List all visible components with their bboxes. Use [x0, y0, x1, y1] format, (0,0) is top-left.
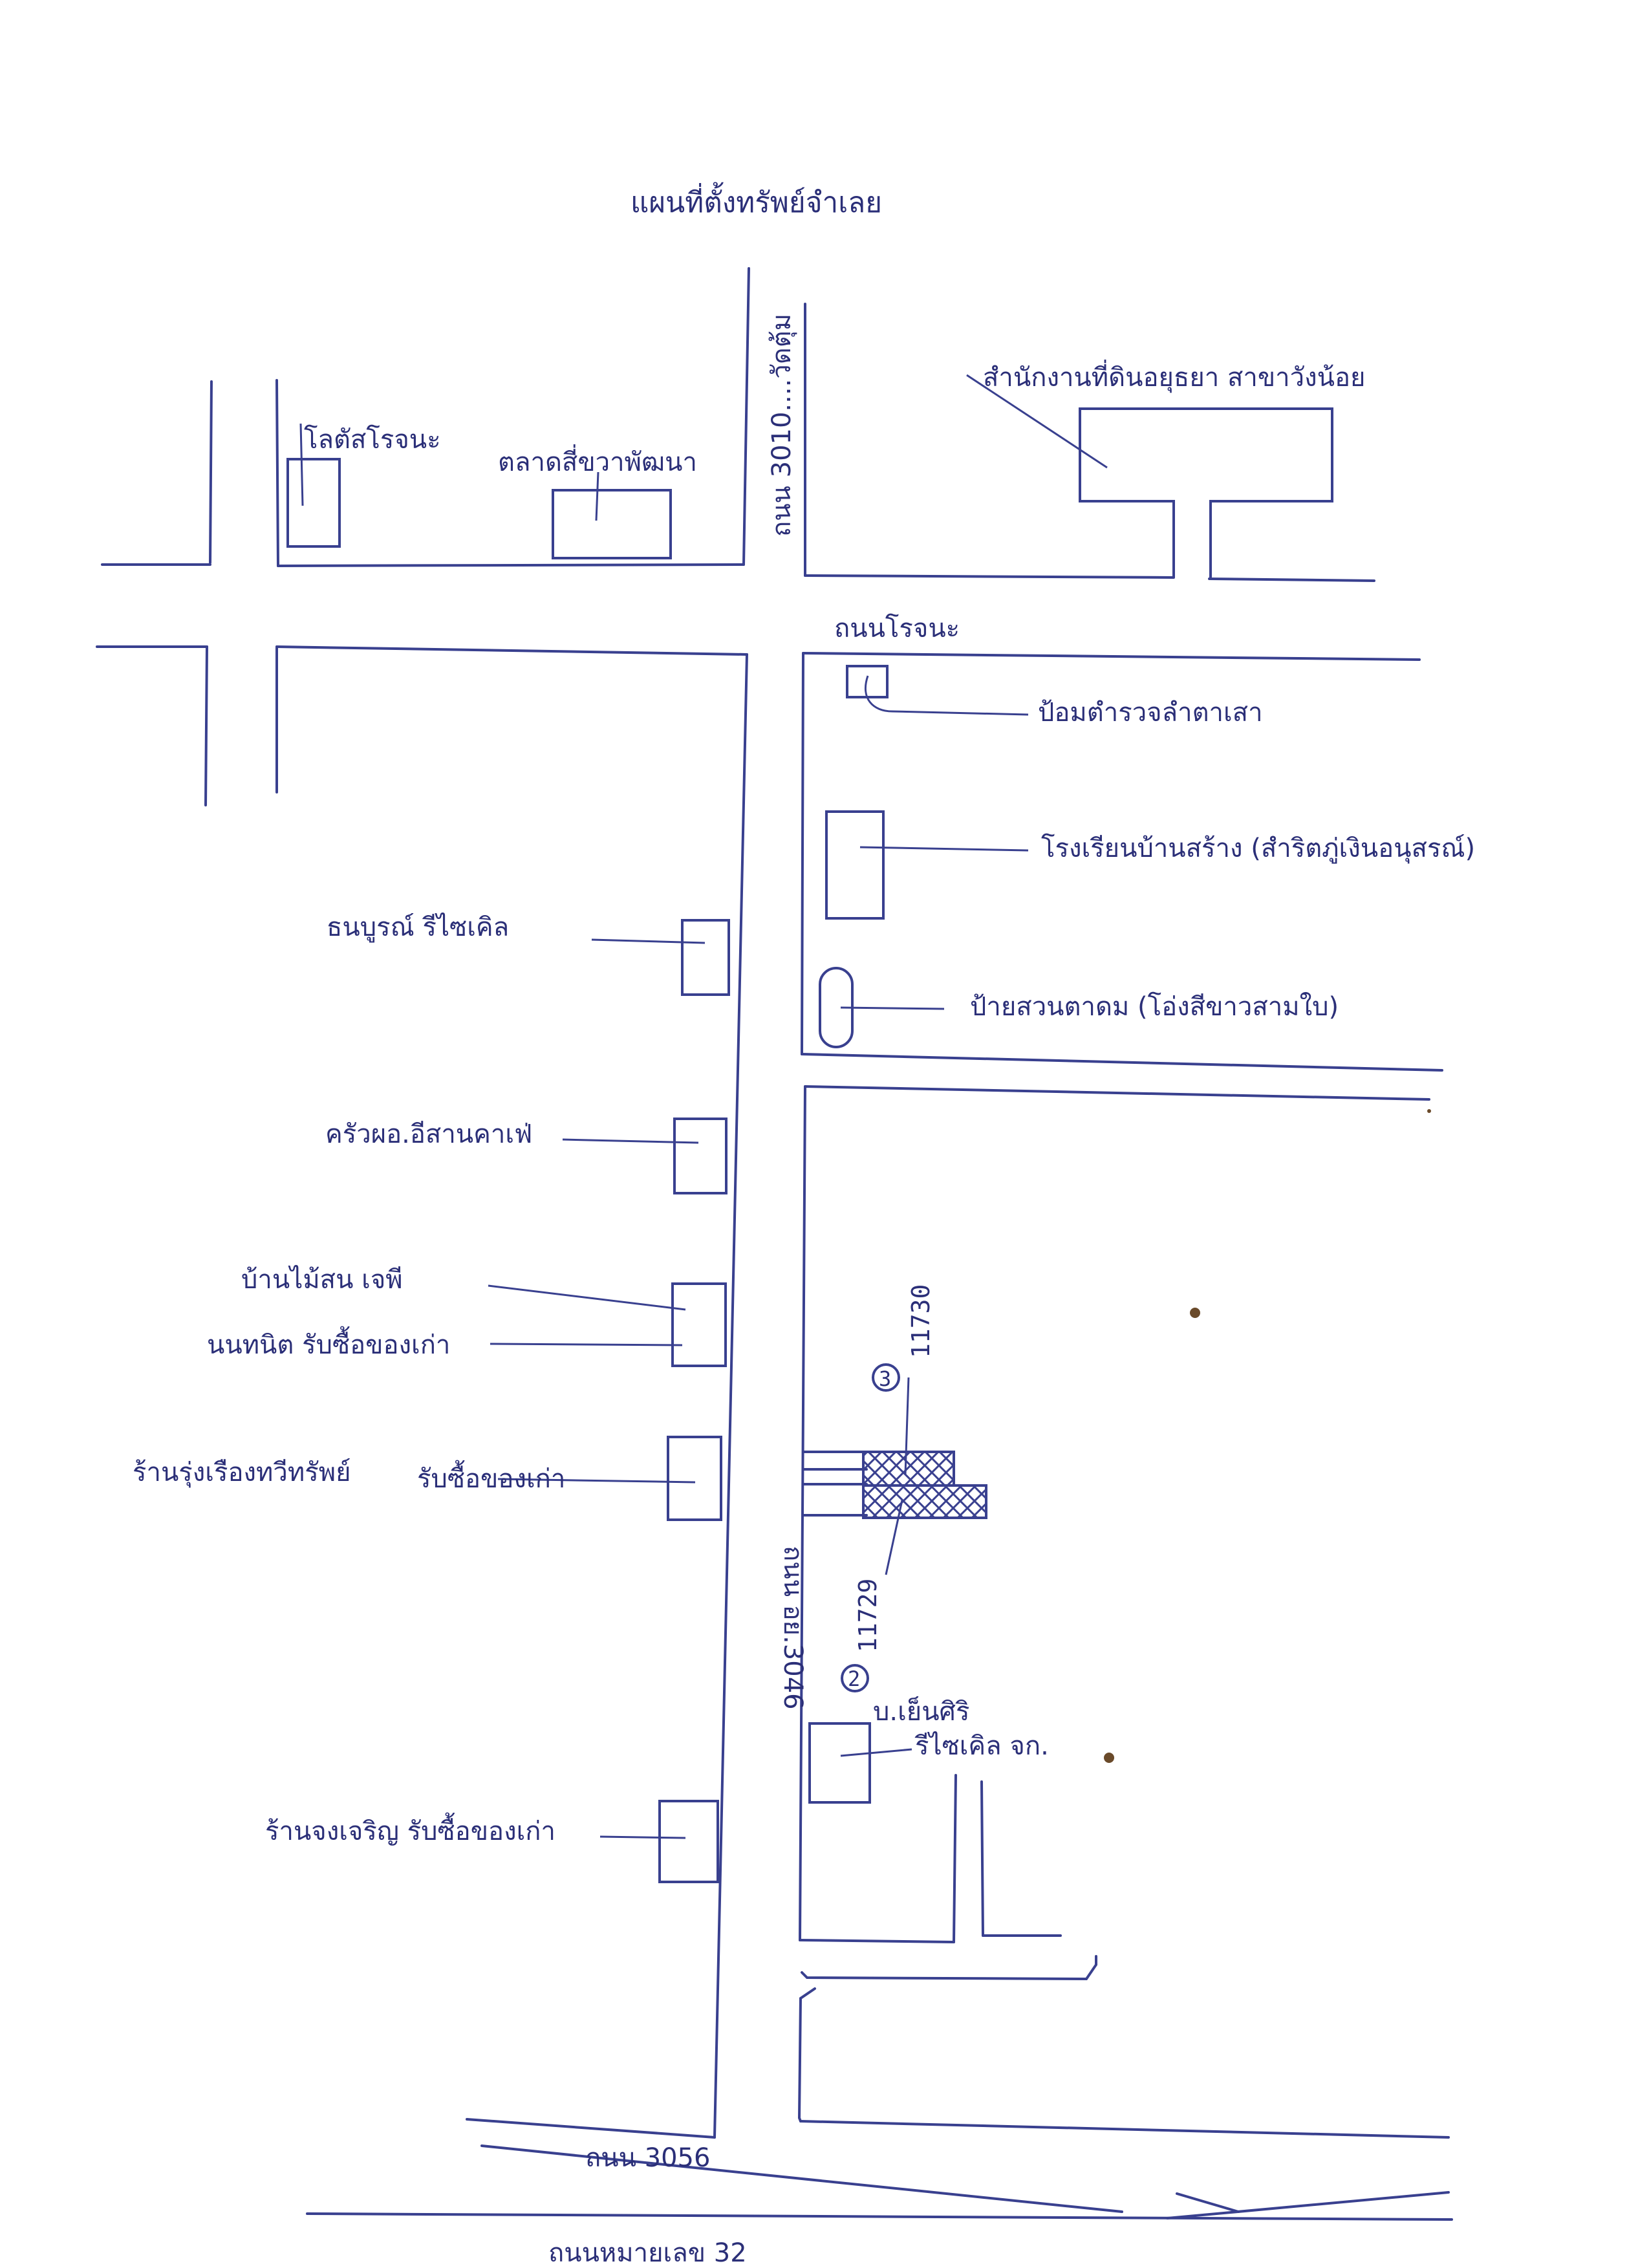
jongcharoen-building	[658, 1800, 719, 1883]
baan-maison-building	[671, 1282, 727, 1367]
road-edge-lower-block-bottom	[799, 1939, 955, 1943]
land-office-leader	[966, 374, 1108, 469]
jongcharoen-landmark: ร้านจงเจริญ รับซื้อของเก่า	[265, 1800, 719, 1883]
market-leader	[595, 471, 599, 521]
rungrueang-label-a: ร้านรุ่งเรืองทวีทรัพย์	[133, 1458, 351, 1488]
ink-speck	[1104, 1753, 1114, 1763]
thanaboon-landmark: ธนบูรณ์ รีไซเคิล	[327, 913, 730, 996]
yensiri-label-a: บ.เย็นศิริ	[873, 1696, 969, 1727]
market-label: ตลาดสี่ขวาพัฒนา	[498, 444, 697, 477]
road-3056-lower-edge	[480, 2144, 1123, 2213]
isan-cafe-leader	[562, 1138, 699, 1144]
police-box-label: ป้อมตำรวจลำตาเสา	[1038, 698, 1263, 728]
land-office-label: สำนักงานที่ดินอยุธยา สาขาวังน้อย	[983, 360, 1365, 393]
parcel-11729-leader	[885, 1500, 903, 1575]
road-edge-park-block-bottom	[801, 1053, 1443, 1072]
road-edge-upper-left-block-bottom	[277, 563, 745, 567]
market-building	[552, 489, 672, 559]
rungrueang-label-b: รับซื้อของเก่า	[417, 1460, 565, 1494]
lotus-landmark: โลตัสโรจนะ	[286, 423, 441, 548]
ink-speck	[1427, 1109, 1431, 1113]
thanaboon-label: ธนบูรณ์ รีไซเคิล	[327, 913, 509, 942]
parcel-marker-3-circle	[872, 1363, 900, 1392]
jongcharoen-leader	[599, 1835, 686, 1839]
rungrueang-building	[667, 1436, 722, 1521]
parcel-deed-11730: 11730	[907, 1284, 935, 1358]
road-3010-east-bottom	[804, 574, 1175, 579]
road-3056-upper-edge	[466, 2118, 716, 2139]
road-edge-far-left-upper	[209, 380, 213, 564]
road-3046-west-edge	[713, 653, 748, 2139]
road-edge-left-block-top	[275, 645, 748, 656]
road-label-rojana: ถนนโรจนะ	[834, 614, 960, 643]
land-office-building	[1079, 407, 1333, 578]
school-label: โรงเรียนบ้านสร้าง (สำริตภู่เงินอนุสรณ์)	[1041, 834, 1475, 864]
parcel-11730	[862, 1451, 955, 1487]
road-32-north-edge	[1166, 2191, 1450, 2219]
lotus-label: โลตัสโรจนะ	[304, 425, 441, 455]
road-label-3056: ถนน 3056	[585, 2143, 710, 2173]
road-edge-soi-west	[953, 1774, 957, 1943]
road-edge-soi-east	[980, 1780, 984, 1937]
road-edge-upper-left-block	[275, 379, 279, 567]
subject-parcels: 3 11730 2 11729	[802, 1284, 987, 1692]
parcel-11730-leader	[904, 1377, 910, 1475]
road-edge-lower-right-west	[797, 1987, 816, 2122]
thanaboon-building	[681, 919, 730, 996]
ink-speck	[1190, 1308, 1200, 1318]
police-box-landmark: ป้อมตำรวจลำตาเสา	[846, 665, 1263, 728]
ink-specks	[1104, 1109, 1431, 1763]
school-leader	[859, 846, 1029, 852]
road-32-junction	[1176, 2192, 1240, 2213]
land-office-landmark: สำนักงานที่ดินอยุธยา สาขาวังน้อย	[966, 360, 1365, 578]
parcel-11729	[862, 1484, 987, 1519]
jongcharoen-label: ร้านจงเจริญ รับซื้อของเก่า	[265, 1812, 555, 1846]
parcel-marker-2-circle	[841, 1664, 869, 1692]
road-label-32: ถนนหมายเลข 32	[548, 2238, 747, 2268]
road-3010-west-edge	[742, 267, 750, 566]
road-3046-east-edge-lower	[799, 1085, 806, 1941]
yensiri-landmark: บ.เย็นศิริ รีไซเคิล จก.	[808, 1696, 1049, 1804]
parcel-marker-2: 2	[848, 1667, 860, 1691]
park-sign-label: ป้ายสวนตาดม (โอ่งสีขาวสามใบ)	[970, 991, 1339, 1022]
road-edge-far-left-lower	[204, 645, 208, 806]
road-edge-lower-right-bottom	[799, 2120, 1450, 2139]
parcel-marker-3: 3	[879, 1366, 891, 1391]
yensiri-leader	[840, 1748, 912, 1757]
road-network	[96, 267, 1453, 2221]
road-edge-right-upper	[1208, 578, 1375, 582]
rungrueang-leader	[497, 1478, 696, 1484]
park-sign-landmark: ป้ายสวนตาดม (โอ่งสีขาวสามใบ)	[819, 967, 1339, 1048]
yensiri-building	[808, 1722, 871, 1804]
baan-maison-leader	[488, 1284, 686, 1311]
parcel-deed-11729: 11729	[854, 1579, 882, 1652]
park-sign-leader	[840, 1006, 945, 1010]
lotus-building	[286, 458, 341, 548]
baan-maison-landmark: บ้านไม้สน เจพี นนทนิต รับซื้อของเก่า	[207, 1265, 727, 1367]
map-title: แผนที่ตั้งทรัพย์จำเลย	[630, 182, 882, 219]
road-label-3010: ถนน 3010....วัดตุ้ม	[767, 314, 797, 537]
school-building	[825, 810, 885, 920]
rungrueang-landmark: ร้านรุ่งเรืองทวีทรัพย์ รับซื้อของเก่า	[133, 1436, 722, 1521]
road-32-south-edge	[306, 2212, 1453, 2221]
lotus-leader	[299, 423, 304, 506]
road-3046-east-edge-upper	[801, 652, 804, 1055]
road-rojana-south-edge	[802, 652, 1421, 661]
isan-cafe-building	[673, 1118, 727, 1194]
isan-cafe-landmark: ครัวผอ.อีสานคาเฟ่	[325, 1118, 727, 1194]
isan-cafe-label: ครัวผอ.อีสานคาเฟ่	[325, 1119, 532, 1149]
school-landmark: โรงเรียนบ้านสร้าง (สำริตภู่เงินอนุสรณ์)	[825, 810, 1475, 920]
road-edge-lower-block-top	[804, 1085, 1430, 1101]
nonthanit-leader	[490, 1343, 683, 1346]
market-landmark: ตลาดสี่ขวาพัฒนา	[498, 444, 697, 559]
nonthanit-label: นนทนิต รับซื้อของเก่า	[207, 1326, 450, 1360]
yensiri-label-b: รีไซเคิล จก.	[914, 1731, 1048, 1761]
road-label-3046: ถนน อย.3046	[778, 1546, 808, 1710]
road-edge-lower-right-loop	[801, 1955, 1097, 1981]
police-box-leader	[864, 675, 1029, 716]
thanaboon-leader	[591, 938, 706, 944]
baan-maison-label: บ้านไม้สน เจพี	[241, 1265, 403, 1295]
